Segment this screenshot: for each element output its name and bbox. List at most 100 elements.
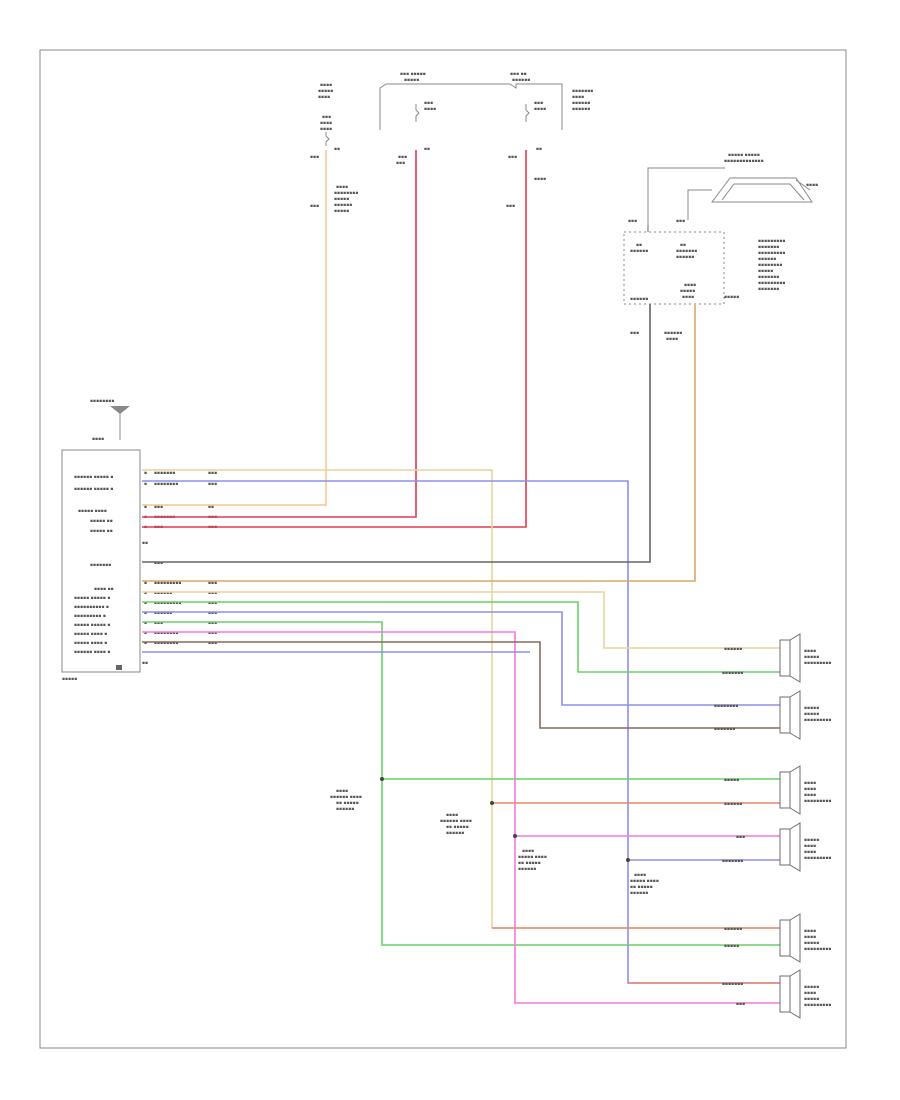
- svg-text:▪▪▪▪: ▪▪▪▪: [684, 283, 696, 288]
- svg-text:▪▪▪▪▪: ▪▪▪▪▪: [804, 985, 819, 990]
- svg-text:▪▪▪: ▪▪▪: [508, 155, 517, 160]
- svg-text:▪▪▪▪▪: ▪▪▪▪▪: [804, 941, 819, 946]
- svg-text:▪▪▪▪▪▪: ▪▪▪▪▪▪: [446, 831, 464, 836]
- svg-text:▪▪▪▪: ▪▪▪▪: [534, 177, 546, 182]
- svg-text:▪▪▪▪▪▪: ▪▪▪▪▪▪: [630, 891, 648, 896]
- svg-text:▪▪▪▪▪▪▪▪▪: ▪▪▪▪▪▪▪▪▪: [804, 1003, 831, 1008]
- svg-text:▪▪: ▪▪: [680, 243, 686, 248]
- svg-text:▪▪▪▪: ▪▪▪▪: [634, 873, 646, 878]
- svg-text:▪▪▪▪▪▪: ▪▪▪▪▪▪: [630, 249, 648, 254]
- svg-text:▪▪▪▪▪▪▪▪: ▪▪▪▪▪▪▪▪: [714, 704, 738, 709]
- svg-text:▪▪▪▪▪▪▪▪: ▪▪▪▪▪▪▪▪: [334, 191, 358, 196]
- svg-text:▪▪▪▪: ▪▪▪▪: [804, 929, 816, 934]
- svg-text:▪▪: ▪▪: [334, 147, 340, 152]
- svg-text:▪: ▪: [144, 611, 147, 616]
- svg-text:▪▪▪ ▪▪▪▪▪: ▪▪▪ ▪▪▪▪▪: [400, 72, 426, 77]
- svg-text:▪▪▪▪▪ ▪▪▪▪▪ ▪: ▪▪▪▪▪ ▪▪▪▪▪ ▪: [74, 623, 110, 628]
- svg-text:▪▪▪: ▪▪▪: [630, 331, 639, 336]
- svg-text:▪▪▪: ▪▪▪: [208, 591, 217, 596]
- svg-text:▪▪▪▪▪: ▪▪▪▪▪: [62, 677, 77, 682]
- svg-text:▪▪▪▪▪▪▪▪: ▪▪▪▪▪▪▪▪: [154, 482, 178, 487]
- module-labels: ▪▪▪▪▪ ▪▪▪▪▪ ▪▪▪▪▪▪▪▪▪▪▪▪▪ ▪▪▪▪ ▪▪▪ ▪▪▪ ▪…: [628, 153, 818, 342]
- svg-text:▪▪▪▪▪▪: ▪▪▪▪▪▪: [758, 257, 776, 262]
- svg-text:▪▪▪▪▪▪▪▪▪: ▪▪▪▪▪▪▪▪▪: [758, 239, 785, 244]
- svg-text:▪▪▪▪▪▪▪: ▪▪▪▪▪▪▪: [676, 249, 697, 254]
- svg-text:▪▪▪▪▪▪▪▪▪ ▪: ▪▪▪▪▪▪▪▪▪ ▪: [74, 614, 106, 619]
- svg-text:▪▪▪: ▪▪▪: [208, 621, 217, 626]
- svg-text:▪▪▪▪▪▪▪: ▪▪▪▪▪▪▪: [572, 89, 593, 94]
- wire-orange-amp: [142, 305, 696, 582]
- svg-text:▪▪▪: ▪▪▪: [628, 219, 637, 224]
- svg-text:▪▪▪▪▪▪: ▪▪▪▪▪▪: [724, 802, 742, 807]
- svg-text:▪▪▪▪▪▪▪▪▪: ▪▪▪▪▪▪▪▪▪: [758, 281, 785, 286]
- svg-text:▪▪▪▪: ▪▪▪▪: [682, 295, 694, 300]
- svg-text:▪▪▪▪: ▪▪▪▪: [804, 935, 816, 940]
- wire-blue-right-front: [142, 480, 780, 984]
- wire-tan-lf-speaker: [142, 591, 780, 649]
- svg-text:▪▪▪▪▪ ▪▪▪▪ ▪: ▪▪▪▪▪ ▪▪▪▪ ▪: [74, 632, 107, 637]
- svg-text:▪▪▪: ▪▪▪: [154, 621, 163, 626]
- svg-text:▪▪▪▪▪▪▪: ▪▪▪▪▪▪▪: [154, 471, 175, 476]
- speaker-right-front: ▪▪▪▪▪▪▪▪▪▪▪▪▪▪▪▪▪▪▪: [779, 690, 831, 740]
- svg-text:▪: ▪: [144, 581, 147, 586]
- svg-text:▪▪▪▪: ▪▪▪▪: [318, 95, 330, 100]
- svg-text:▪▪▪▪: ▪▪▪▪: [336, 789, 348, 794]
- svg-text:▪▪▪▪▪: ▪▪▪▪▪: [804, 655, 819, 660]
- speaker-right-door: ▪▪▪▪▪▪▪▪▪▪▪▪▪▪▪▪▪▪▪▪▪▪: [779, 822, 831, 872]
- svg-text:▪▪▪▪▪: ▪▪▪▪▪: [804, 712, 819, 717]
- svg-text:▪▪▪▪: ▪▪▪▪: [534, 107, 546, 112]
- svg-text:▪▪▪▪▪: ▪▪▪▪▪: [680, 289, 695, 294]
- svg-text:▪▪▪▪▪▪▪: ▪▪▪▪▪▪▪: [758, 287, 779, 292]
- svg-text:▪▪▪: ▪▪▪: [208, 482, 217, 487]
- svg-text:▪▪▪▪▪▪: ▪▪▪▪▪▪: [676, 255, 694, 260]
- svg-text:▪▪▪▪▪▪▪▪▪▪▪▪▪: ▪▪▪▪▪▪▪▪▪▪▪▪▪: [724, 159, 764, 164]
- svg-text:▪▪: ▪▪: [142, 661, 148, 666]
- svg-text:▪▪▪: ▪▪▪: [208, 641, 217, 646]
- svg-text:▪▪▪▪▪▪: ▪▪▪▪▪▪: [154, 611, 172, 616]
- svg-text:▪▪▪▪: ▪▪▪▪: [522, 849, 534, 854]
- svg-text:▪▪: ▪▪: [424, 147, 430, 152]
- svg-text:▪▪▪▪: ▪▪▪▪: [804, 781, 816, 786]
- svg-text:▪▪▪▪: ▪▪▪▪: [336, 185, 348, 190]
- svg-text:▪▪: ▪▪: [208, 505, 214, 510]
- svg-text:▪▪▪▪▪▪▪▪▪: ▪▪▪▪▪▪▪▪▪: [804, 856, 831, 861]
- svg-text:▪▪▪ ▪▪: ▪▪▪ ▪▪: [510, 72, 527, 77]
- svg-text:▪▪▪▪▪▪: ▪▪▪▪▪▪: [724, 927, 742, 932]
- wire-orange-illumination: [142, 150, 327, 506]
- svg-text:▪▪▪▪▪▪▪▪▪: ▪▪▪▪▪▪▪▪▪: [758, 251, 785, 256]
- svg-text:▪▪▪▪▪▪▪: ▪▪▪▪▪▪▪: [722, 859, 743, 864]
- svg-text:▪▪▪▪▪▪ ▪▪▪▪▪ ▪: ▪▪▪▪▪▪ ▪▪▪▪▪ ▪: [74, 475, 113, 480]
- svg-text:▪: ▪: [144, 641, 147, 646]
- svg-text:▪▪▪▪▪▪▪: ▪▪▪▪▪▪▪: [90, 563, 111, 568]
- speaker-left-door: ▪▪▪▪▪▪▪▪▪▪▪▪▪▪▪▪▪▪▪▪▪: [779, 765, 831, 815]
- svg-text:▪▪▪▪▪ ▪▪▪▪: ▪▪▪▪▪ ▪▪▪▪: [78, 509, 107, 514]
- svg-text:▪: ▪: [144, 631, 147, 636]
- wires: [142, 150, 780, 1004]
- svg-text:▪▪▪▪▪▪: ▪▪▪▪▪▪: [572, 107, 590, 112]
- svg-text:▪▪▪▪▪▪ ▪▪▪▪: ▪▪▪▪▪▪ ▪▪▪▪: [330, 795, 362, 800]
- svg-text:▪▪▪▪▪: ▪▪▪▪▪: [724, 778, 739, 783]
- svg-text:▪▪▪▪▪▪▪: ▪▪▪▪▪▪▪: [758, 275, 779, 280]
- svg-text:▪▪▪▪▪▪: ▪▪▪▪▪▪: [572, 101, 590, 106]
- svg-text:▪▪▪▪▪ ▪▪▪▪: ▪▪▪▪▪ ▪▪▪▪: [630, 879, 659, 884]
- svg-text:▪▪▪▪: ▪▪▪▪: [804, 850, 816, 855]
- svg-text:▪▪▪▪▪ ▪▪▪▪ ▪: ▪▪▪▪▪ ▪▪▪▪ ▪: [74, 641, 107, 646]
- wire-red-memory: [142, 150, 417, 518]
- speakers: ▪▪▪▪▪▪▪▪▪▪▪▪▪▪▪▪▪▪ ▪▪▪▪▪▪▪▪▪▪▪▪▪▪▪▪▪▪▪ ▪…: [779, 633, 831, 1019]
- splice-labels: ▪▪▪▪ ▪▪▪▪▪▪ ▪▪▪▪ ▪▪ ▪▪▪▪▪ ▪▪▪▪▪▪ ▪▪▪▪ ▪▪…: [330, 789, 659, 896]
- module-group: [623, 167, 813, 305]
- wire-blue-rf-speaker: [142, 611, 780, 706]
- svg-text:▪▪▪▪▪▪▪: ▪▪▪▪▪▪▪: [714, 727, 735, 732]
- svg-text:▪▪▪: ▪▪▪: [208, 471, 217, 476]
- svg-text:▪▪▪▪: ▪▪▪▪: [806, 183, 818, 188]
- svg-text:▪▪▪: ▪▪▪: [506, 204, 515, 209]
- wire-gray-antenna: [142, 304, 651, 563]
- svg-text:▪▪▪: ▪▪▪: [736, 835, 745, 840]
- svg-text:▪: ▪: [144, 591, 147, 596]
- svg-text:▪▪▪▪▪ ▪▪▪▪▪: ▪▪▪▪▪ ▪▪▪▪▪: [728, 153, 760, 158]
- svg-text:▪▪▪: ▪▪▪: [208, 611, 217, 616]
- splices: [380, 777, 630, 862]
- svg-text:▪▪▪▪▪▪ ▪▪▪▪▪ ▪: ▪▪▪▪▪▪ ▪▪▪▪▪ ▪: [74, 487, 113, 492]
- svg-text:▪▪▪▪▪▪: ▪▪▪▪▪▪: [518, 867, 536, 872]
- svg-text:▪▪▪: ▪▪▪: [676, 219, 685, 224]
